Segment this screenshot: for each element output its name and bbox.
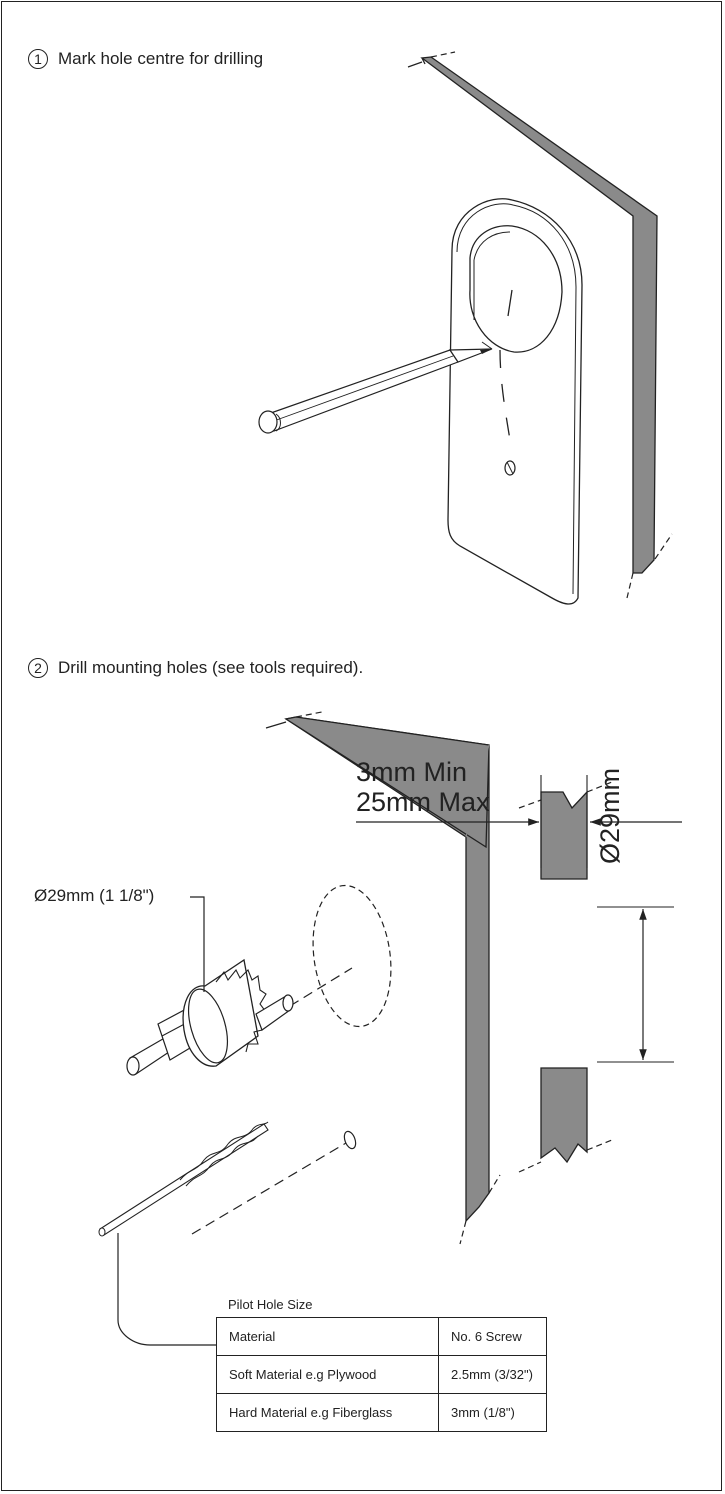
step-1: 1 Mark hole centre for drilling	[28, 49, 263, 69]
door-panel-face	[407, 51, 673, 599]
thickness-dimension	[356, 775, 682, 868]
handle-plate	[447, 198, 583, 605]
callout-leader-hole-saw	[190, 896, 205, 992]
door-panel-face-2	[265, 711, 501, 1245]
step-2-text: Drill mounting holes (see tools required…	[58, 658, 364, 677]
hole-diameter-dimension	[597, 906, 674, 1063]
step-1-number: 1	[28, 49, 48, 69]
step-1-text: Mark hole centre for drilling	[58, 49, 264, 68]
table-header-screw: No. 6 Screw	[438, 1317, 547, 1356]
door-panel-edge-2	[284, 716, 490, 1223]
hole-saw-icon	[126, 958, 294, 1076]
hole-saw-callout: Ø29mm (1 1/8")	[34, 886, 155, 905]
drill-bit-icon	[98, 1121, 269, 1237]
table-cell-material: Soft Material e.g Plywood	[216, 1355, 439, 1394]
table-row: Hard Material e.g Fiberglass 3mm (1/8")	[216, 1393, 547, 1432]
table-cell-size: 3mm (1/8")	[438, 1393, 547, 1432]
table-header-row: Material No. 6 Screw	[216, 1317, 547, 1356]
step-2: 2 Drill mounting holes (see tools requir…	[28, 658, 363, 678]
thickness-min-label: 3mm Min	[356, 757, 468, 787]
table-header-material: Material	[216, 1317, 439, 1356]
thickness-max-label: 25mm Max	[356, 787, 490, 817]
table-row: Soft Material e.g Plywood 2.5mm (3/32")	[216, 1355, 547, 1394]
door-section-bottom	[518, 1067, 613, 1173]
pilot-hole-table: Material No. 6 Screw Soft Material e.g P…	[216, 1317, 547, 1432]
table-cell-size: 2.5mm (3/32")	[438, 1355, 547, 1394]
step-2-number: 2	[28, 658, 48, 678]
hole-diameter-label: Ø29mm	[595, 767, 625, 864]
table-cell-material: Hard Material e.g Fiberglass	[216, 1393, 439, 1432]
door-panel-edge	[420, 56, 658, 574]
pilot-table-title: Pilot Hole Size	[228, 1297, 313, 1312]
table-leader	[117, 1233, 216, 1346]
pencil-icon	[258, 341, 493, 434]
hole-outline	[191, 884, 392, 1235]
